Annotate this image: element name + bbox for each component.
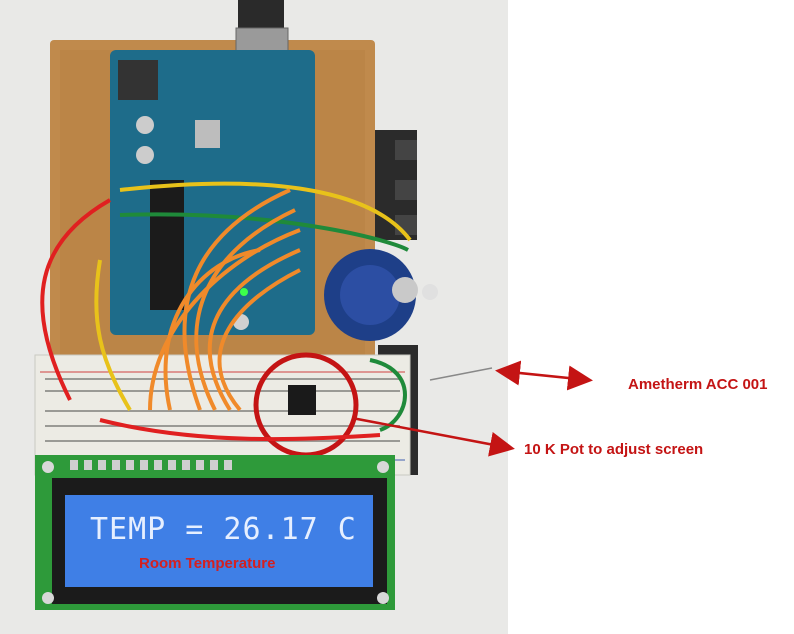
sensor-label: Ametherm ACC 001 [628,376,768,393]
pot-label: 10 K Pot to adjust screen [524,441,704,458]
pot-arrow [351,416,515,457]
usb-cable [238,0,284,30]
sensor-arrow [495,360,593,391]
wire-red [40,198,111,401]
lcd-temperature-readout: TEMP = 26.17 C [90,512,357,547]
lcd-caption: Room Temperature [139,555,276,572]
circuit-photo: TEMP = 26.17 C Room Temperature [0,0,508,634]
sensor-wire [429,367,493,381]
microcontroller-chip [150,180,184,310]
small-potentiometer [288,385,316,415]
lcd-screen [65,495,373,587]
wire-green [119,212,409,252]
wire-yellow [119,181,412,242]
photo-drawing [34,0,418,610]
